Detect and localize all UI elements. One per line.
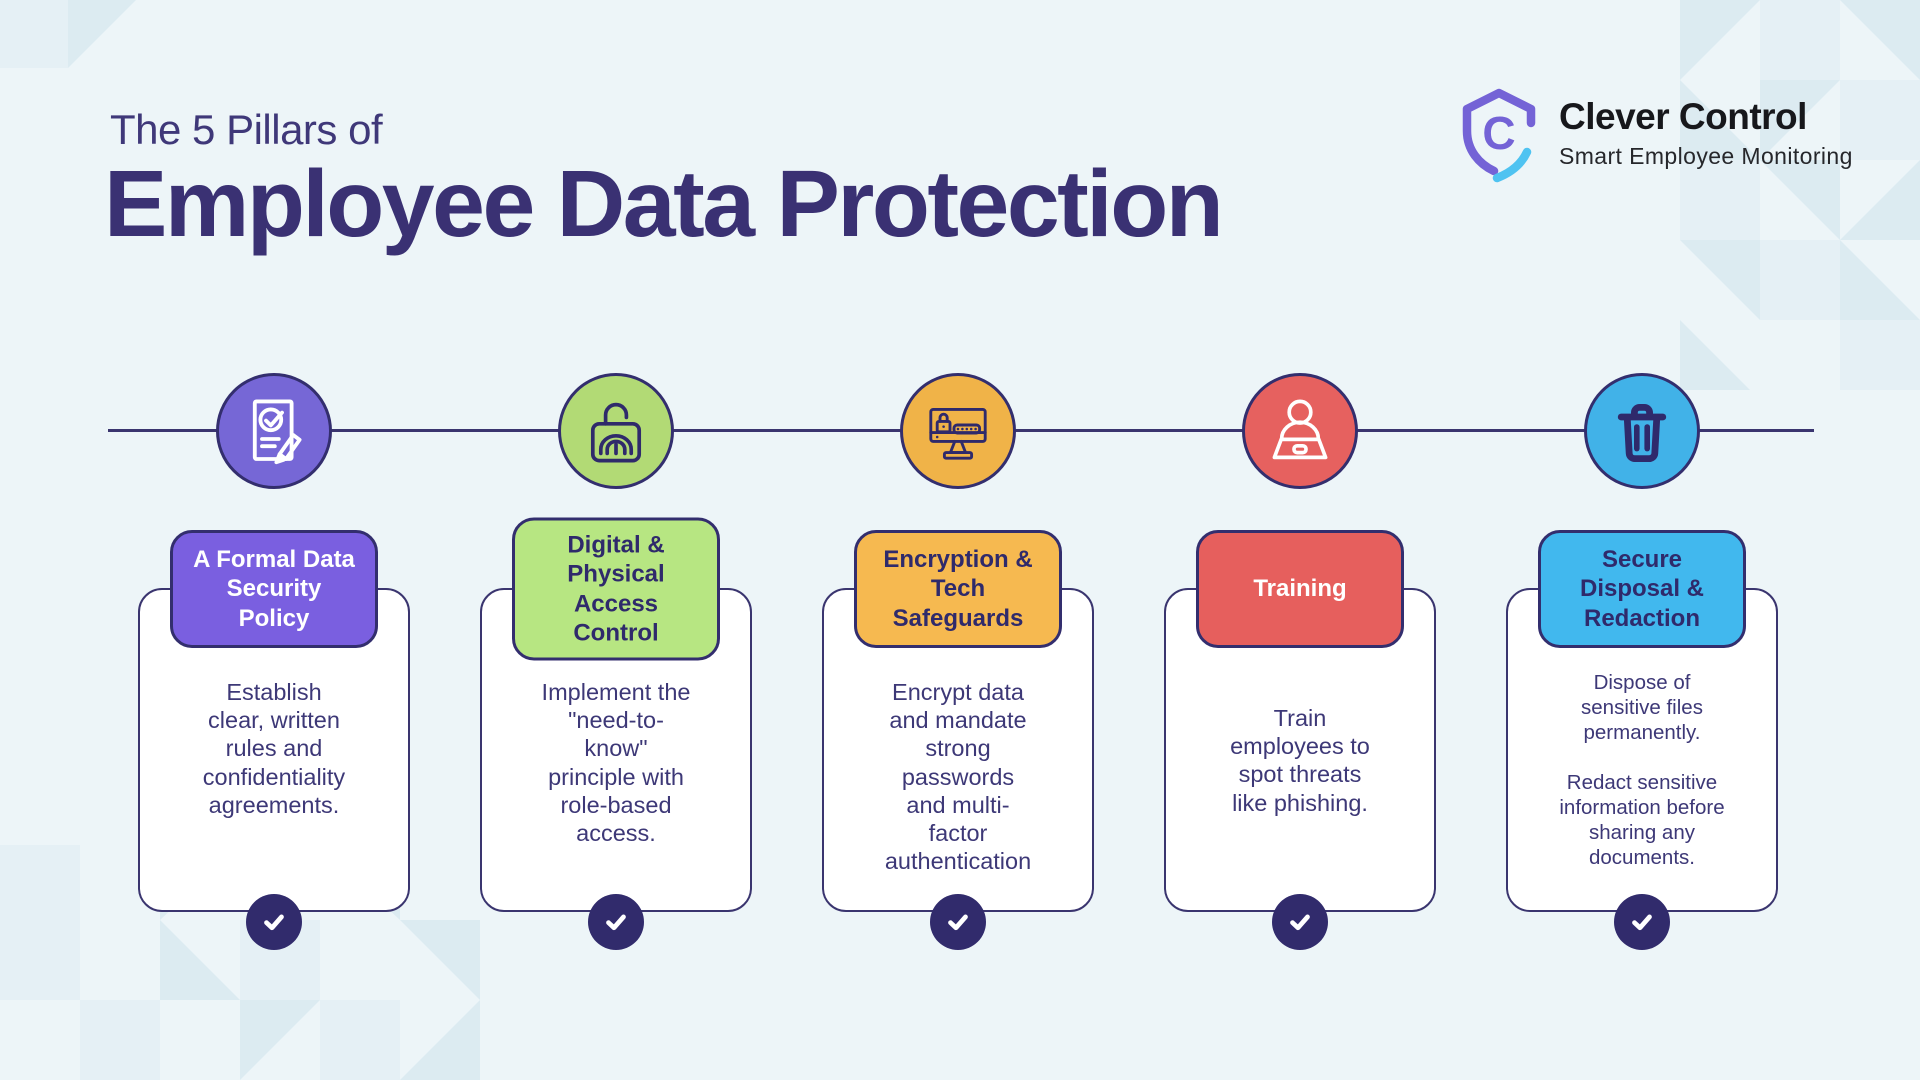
pillar-digital-physical-access-control: Implement the "need-to- know" principle … bbox=[480, 373, 752, 998]
pillar-title-badge: A Formal Data Security Policy bbox=[170, 530, 378, 648]
pillar-description: Implement the "need-to- know" principle … bbox=[541, 679, 691, 846]
pillar-title-badge: Training bbox=[1196, 530, 1404, 648]
background-pattern-top-left bbox=[0, 0, 136, 68]
pillar-title-badge: Secure Disposal & Redaction bbox=[1538, 530, 1746, 648]
pillar-description: Encrypt data and mandate strong password… bbox=[884, 679, 1032, 875]
background-pattern-top-right bbox=[1680, 0, 1920, 390]
pillar-secure-disposal-redaction: Dispose of sensitive files permanently. … bbox=[1506, 373, 1778, 998]
monitor-password-lock-icon bbox=[900, 373, 1016, 489]
checkmark-icon bbox=[588, 894, 644, 950]
person-laptop-icon bbox=[1242, 373, 1358, 489]
shield-logo-icon: C bbox=[1462, 88, 1536, 183]
brand-tagline: Smart Employee Monitoring bbox=[1559, 142, 1853, 169]
checkmark-icon bbox=[1614, 894, 1670, 950]
pillar-description: Establish clear, written rules and confi… bbox=[202, 679, 346, 818]
checkmark-icon bbox=[246, 894, 302, 950]
brand-monogram: C bbox=[1482, 107, 1515, 159]
brand-text: Clever Control Smart Employee Monitoring bbox=[1559, 82, 1853, 170]
trash-bin-icon bbox=[1584, 373, 1700, 489]
pillar-title-badge: Digital & Physical Access Control bbox=[512, 517, 720, 661]
checkmark-icon bbox=[1272, 894, 1328, 950]
pillar-description: Train employees to spot threats like phi… bbox=[1230, 705, 1370, 816]
fingerprint-lock-icon bbox=[558, 373, 674, 489]
brand-name: Clever Control bbox=[1559, 96, 1807, 137]
pillar-card: Train employees to spot threats like phi… bbox=[1164, 588, 1436, 912]
pillar-training: Train employees to spot threats like phi… bbox=[1164, 373, 1436, 998]
checkmark-icon bbox=[930, 894, 986, 950]
brand-logo: C Clever Control Smart Employee Monitori… bbox=[1449, 82, 1853, 188]
pillar-formal-data-security-policy: Establish clear, written rules and confi… bbox=[138, 373, 410, 998]
pillar-encryption-tech-safeguards: Encrypt data and mandate strong password… bbox=[822, 373, 1094, 998]
document-check-pen-icon bbox=[216, 373, 332, 489]
pillar-title-badge: Encryption & Tech Safeguards bbox=[854, 530, 1062, 648]
page-title: Employee Data Protection bbox=[104, 151, 1224, 257]
pillar-description: Dispose of sensitive files permanently. … bbox=[1559, 671, 1725, 869]
page-title-prefix: The 5 Pillars of bbox=[110, 106, 383, 153]
